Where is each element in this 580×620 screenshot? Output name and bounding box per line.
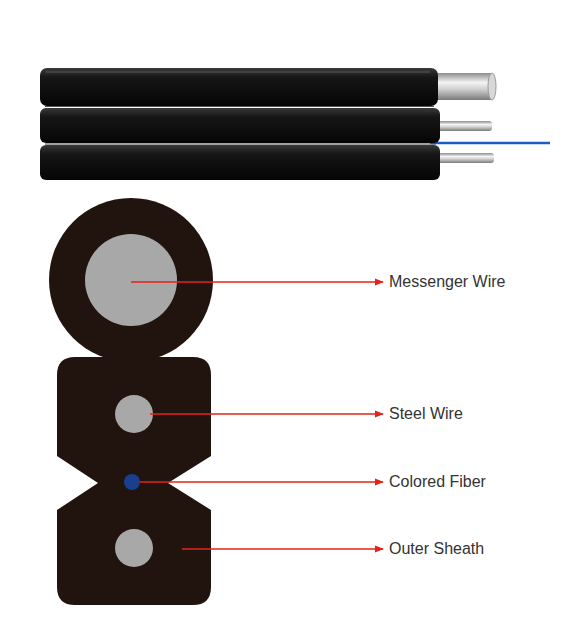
upper-band — [40, 108, 440, 143]
leader-line — [140, 481, 383, 483]
callout-label: Outer Sheath — [389, 539, 484, 559]
steel-wire — [115, 529, 153, 567]
messenger-band — [40, 68, 438, 106]
callout-label: Steel Wire — [389, 404, 463, 424]
colored-fiber-end — [430, 142, 550, 145]
callout-label: Messenger Wire — [389, 272, 505, 292]
outer-sheath — [57, 357, 211, 605]
callout-label: Colored Fiber — [389, 472, 486, 492]
leader-lines — [131, 282, 383, 549]
messenger-sheath — [49, 198, 213, 362]
colored-fiber — [124, 474, 140, 490]
leader-line — [131, 281, 383, 283]
cable-side-view — [40, 68, 550, 180]
lower-band — [40, 145, 440, 180]
cable-cross-section — [49, 198, 213, 605]
leader-line — [182, 548, 383, 550]
leader-line — [150, 413, 383, 415]
messenger-wire — [85, 234, 177, 326]
steel-wire — [115, 395, 153, 433]
